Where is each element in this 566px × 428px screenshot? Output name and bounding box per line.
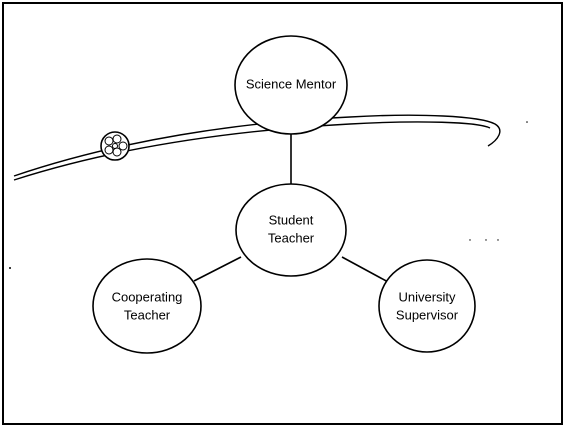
node-student-teacher-label-line1: Student: [269, 212, 314, 227]
node-cooperating-teacher-label-line2: Teacher: [124, 307, 171, 322]
orbit-path-inner: [13, 121, 491, 181]
speck-dot: [526, 121, 528, 123]
node-science-mentor: Science Mentor: [234, 35, 348, 135]
speck-dot: [497, 239, 499, 241]
speck-dot: [9, 267, 11, 269]
node-science-mentor-label: Science Mentor: [246, 76, 337, 91]
node-cooperating-teacher-label-line1: Cooperating: [112, 289, 183, 304]
node-student-teacher: Student Teacher: [235, 183, 347, 277]
node-student-teacher-label-line2: Teacher: [268, 230, 315, 245]
node-university-supervisor-label-line2: Supervisor: [396, 307, 459, 322]
node-cooperating-teacher: Cooperating Teacher: [92, 258, 202, 354]
speck-dot: [485, 239, 487, 241]
diagram-border: [2, 2, 563, 425]
node-university-supervisor: University Supervisor: [378, 259, 476, 353]
node-university-supervisor-label-line1: University: [398, 289, 456, 304]
cluster-icon: [100, 131, 130, 161]
speck-dot: [469, 239, 471, 241]
edge-student-supervisor: [341, 256, 391, 284]
comet-orbit-with-cluster-icon: [13, 114, 501, 181]
edge-student-cooperating: [193, 256, 242, 282]
